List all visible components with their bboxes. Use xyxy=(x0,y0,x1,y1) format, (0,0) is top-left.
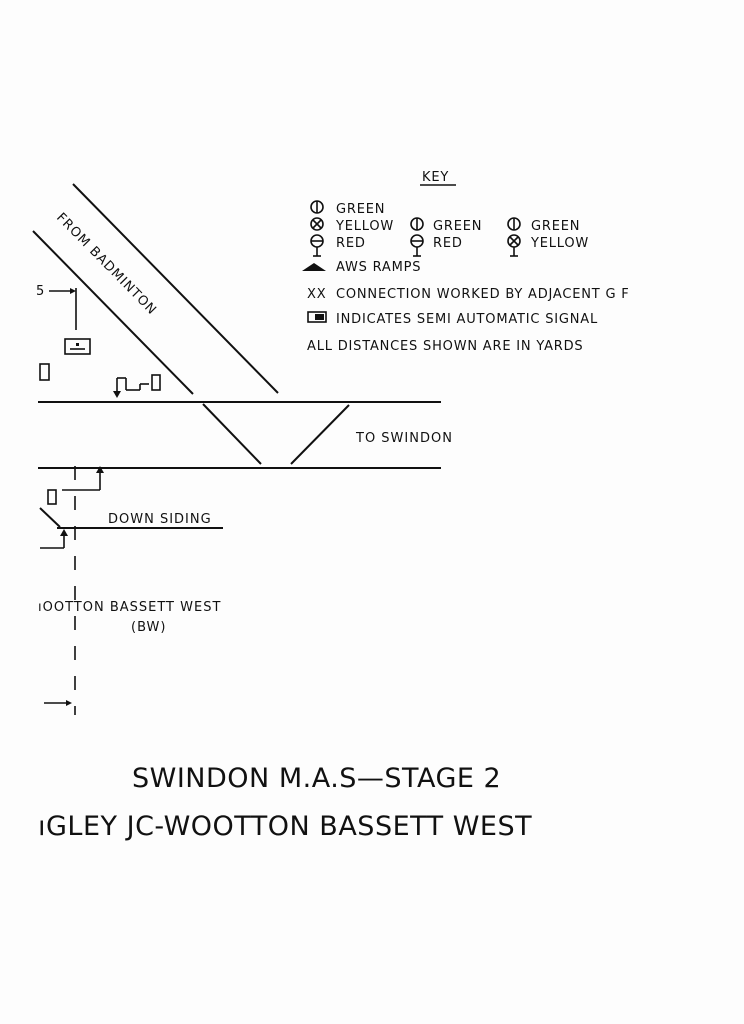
siding-connection xyxy=(39,507,61,528)
key-signal2a-red: RED xyxy=(433,236,463,251)
ground-signal-icon xyxy=(39,363,50,381)
key-signal2b-green: GREEN xyxy=(531,219,580,234)
key-semi-auto: INDICATES SEMI AUTOMATIC SIGNAL xyxy=(336,312,598,327)
key-signal2a-green: GREEN xyxy=(433,219,482,234)
key-signal2b-yellow: YELLOW xyxy=(530,236,589,251)
boundary-arrow xyxy=(44,700,72,706)
station-code: (BW) xyxy=(131,620,166,635)
signal-number-label: 5 xyxy=(36,284,44,299)
to-swindon-label: TO SWINDON xyxy=(355,431,453,446)
key-xx-text: CONNECTION WORKED BY ADJACENT G F xyxy=(336,287,630,302)
up-line-signal-icon xyxy=(113,374,161,398)
semi-automatic-signal-box xyxy=(64,338,91,355)
signal-green-red-icon xyxy=(410,217,424,257)
badminton-line-lower xyxy=(32,230,194,395)
crossover-left xyxy=(202,403,262,465)
key-signal3-red: RED xyxy=(336,236,366,251)
key-signal3-green: GREEN xyxy=(336,202,385,217)
siding-signal-icon xyxy=(40,529,68,549)
title-line-1: SWINDON M.A.S—STAGE 2 xyxy=(132,763,501,794)
down-siding-label: DOWN SIDING xyxy=(108,512,212,527)
aws-ramp-icon xyxy=(302,263,326,271)
key-distances: ALL DISTANCES SHOWN ARE IN YARDS xyxy=(307,339,583,354)
key-aws-ramps: AWS RAMPS xyxy=(336,260,421,275)
key-signal3-yellow: YELLOW xyxy=(335,219,394,234)
crossover-right xyxy=(290,404,350,465)
badminton-line-upper xyxy=(72,183,279,394)
key-xx-symbol: XX xyxy=(307,287,326,302)
semi-automatic-signal-icon xyxy=(307,311,327,323)
down-line-signal-icon xyxy=(47,466,104,505)
station-name: ıOOTTON BASSETT WEST xyxy=(38,600,221,615)
signal-three-aspect-icon xyxy=(310,200,324,257)
signal-green-yellow-icon xyxy=(507,217,521,257)
signal-5-arrow xyxy=(49,288,77,330)
title-line-2: ıGLEY JC-WOOTTON BASSETT WEST xyxy=(38,811,532,842)
key-heading: KEY xyxy=(422,170,449,185)
